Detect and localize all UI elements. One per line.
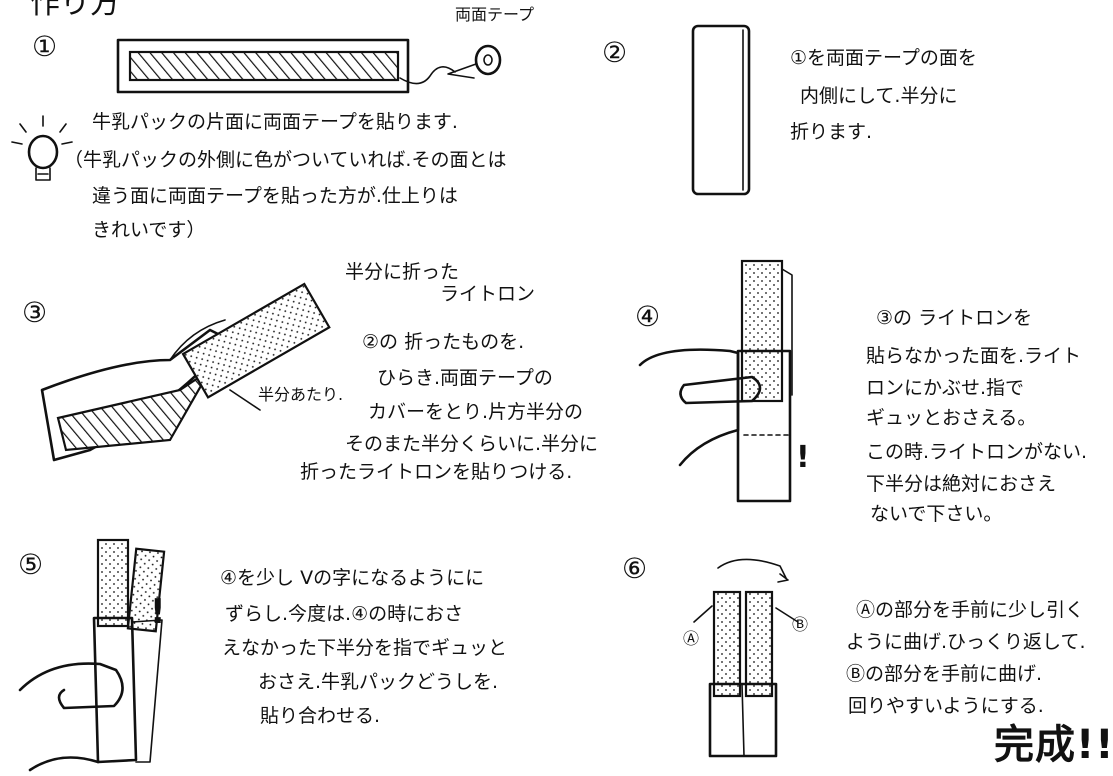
v-shape-pressing-illustration	[18, 538, 166, 772]
step-6-number: ⑥	[622, 552, 648, 585]
step-5-exclaim-icon: !	[150, 592, 166, 632]
step-6-line-1: Ⓐの部分を手前に少し引く	[856, 599, 1085, 621]
step-1-line-4: きれいです）	[92, 219, 206, 241]
step-2-line-3: 折ります.	[790, 121, 873, 143]
step-1-line-2: （牛乳パックの外側に色がついていれば.その面とは	[64, 149, 507, 171]
step-3-line-2: ひらき.両面テープの	[377, 367, 553, 389]
step-5-line-2: ずらし.今度は.④の時におさ	[225, 603, 464, 625]
step-4-line-2: 貼らなかった面を.ライト	[866, 345, 1082, 367]
step-2-line-2: 内側にして.半分に	[800, 85, 958, 107]
lightbulb-icon	[11, 115, 73, 181]
step-4-line-6: 下半分は絶対におさえ	[866, 473, 1057, 495]
step-3-number: ③	[22, 296, 48, 329]
label-b: Ⓑ	[792, 615, 809, 634]
step-5-number: ⑤	[18, 548, 44, 581]
step-4-line-3: ロンにかぶせ.指で	[866, 377, 1025, 399]
step-6-line-3: Ⓑの部分を手前に曲げ.	[846, 663, 1043, 685]
step-3-line-5: 折ったライトロンを貼りつける.	[300, 461, 573, 483]
step-3-line-1: ②の 折ったものを.	[362, 331, 525, 353]
step-4-line-7: ないで下さい。	[870, 503, 1003, 525]
step-3-half-label: 半分あたり.	[258, 385, 344, 404]
step-5-line-5: 貼り合わせる.	[260, 705, 381, 727]
step-3-callout-2: ライトロン	[440, 283, 536, 305]
step-5-line-3: えなかった下半分を指でギュッと	[222, 637, 508, 659]
step-6-line-2: ように曲げ.ひっくり返して.	[846, 631, 1086, 653]
step-4-line-5: この時.ライトロンがない.	[866, 441, 1088, 463]
step-1-line-3: 違う面に両面テープを貼った方が.仕上りは	[92, 185, 458, 207]
finish-label: 完成!!	[994, 722, 1113, 768]
page-title: 作り方	[30, 0, 120, 21]
twist-finish-illustration	[693, 558, 799, 758]
step-5-line-4: おさえ.牛乳パックどうしを.	[258, 671, 499, 693]
label-a: Ⓐ	[683, 629, 700, 648]
step-3-line-3: カバーをとり.片方半分の	[368, 401, 584, 423]
pressing-lightron-illustration	[638, 259, 793, 503]
step-6-line-4: 回りやすいようにする.	[848, 695, 1044, 717]
step-1-number: ①	[32, 30, 58, 63]
open-pack-with-lightron-illustration	[40, 282, 331, 462]
step-2-line-1: ①を両面テープの面を	[790, 47, 977, 69]
step-2-number: ②	[602, 36, 628, 69]
step-4-number: ④	[635, 300, 661, 333]
milk-pack-tape-illustration	[116, 38, 502, 94]
step-3-callout-1: 半分に折った	[345, 261, 460, 283]
step-5-line-1: ④を少し Vの字になるようにに	[220, 567, 485, 589]
step-4-warning-icon: !	[796, 440, 810, 475]
folded-pack-illustration	[691, 24, 751, 196]
step-4-line-1: ③の ライトロンを	[876, 307, 1033, 329]
step-3-line-4: そのまた半分くらいに.半分に	[345, 433, 599, 455]
step-4-line-4: ギュッとおさえる。	[866, 407, 1037, 429]
double-sided-tape-label: 両面テープ	[455, 5, 535, 24]
step-1-line-1: 牛乳パックの片面に両面テープを貼ります.	[92, 111, 458, 133]
